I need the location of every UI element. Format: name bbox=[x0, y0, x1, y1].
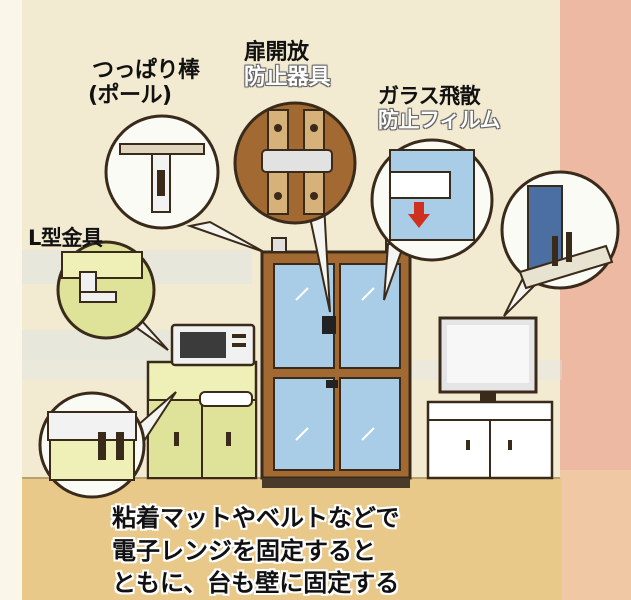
left-counter bbox=[146, 360, 258, 480]
caption: 粘着マットやベルトなどで 電子レンジを固定すると ともに、台も壁に固定する bbox=[112, 502, 400, 600]
floor bbox=[22, 478, 562, 600]
right-strip-lower bbox=[560, 470, 631, 600]
label-tension-rod: つっぱり棒 (ポール) bbox=[88, 58, 200, 109]
tv-stand bbox=[426, 400, 554, 480]
microwave-strap-icon bbox=[38, 391, 146, 499]
label-door-stopper: 扉開放 防止器具 bbox=[244, 40, 331, 91]
callout-pointers bbox=[118, 202, 536, 446]
caption-line1: 粘着マットやベルトなどで bbox=[112, 504, 400, 532]
tall-cabinet bbox=[260, 237, 412, 488]
label-glass-film-line1: ガラス飛散 bbox=[378, 84, 481, 108]
tension-rod-icon bbox=[104, 114, 220, 230]
tv-bracket-icon bbox=[500, 170, 620, 290]
page-edge bbox=[0, 0, 22, 600]
l-bracket-icon bbox=[56, 240, 156, 340]
label-glass-film-line2: 防止フィルム bbox=[378, 108, 501, 133]
door-latch-icon bbox=[233, 101, 357, 225]
label-tension-rod-line2: (ポール) bbox=[88, 83, 172, 109]
caption-line3: ともに、台も壁に固定する bbox=[112, 569, 400, 598]
label-l-bracket: L型金具 bbox=[28, 226, 103, 250]
microwave bbox=[170, 323, 256, 367]
glass-film-icon bbox=[370, 138, 494, 262]
label-door-stopper-line2: 防止器具 bbox=[244, 65, 331, 91]
strap-mat bbox=[199, 391, 253, 407]
caption-line2: 電子レンジを固定すると bbox=[112, 536, 376, 565]
label-glass-film: ガラス飛散 防止フィルム bbox=[378, 84, 501, 133]
television bbox=[438, 316, 538, 402]
label-tension-rod-line1: つっぱり棒 bbox=[92, 58, 200, 83]
label-door-stopper-line1: 扉開放 bbox=[244, 40, 309, 65]
